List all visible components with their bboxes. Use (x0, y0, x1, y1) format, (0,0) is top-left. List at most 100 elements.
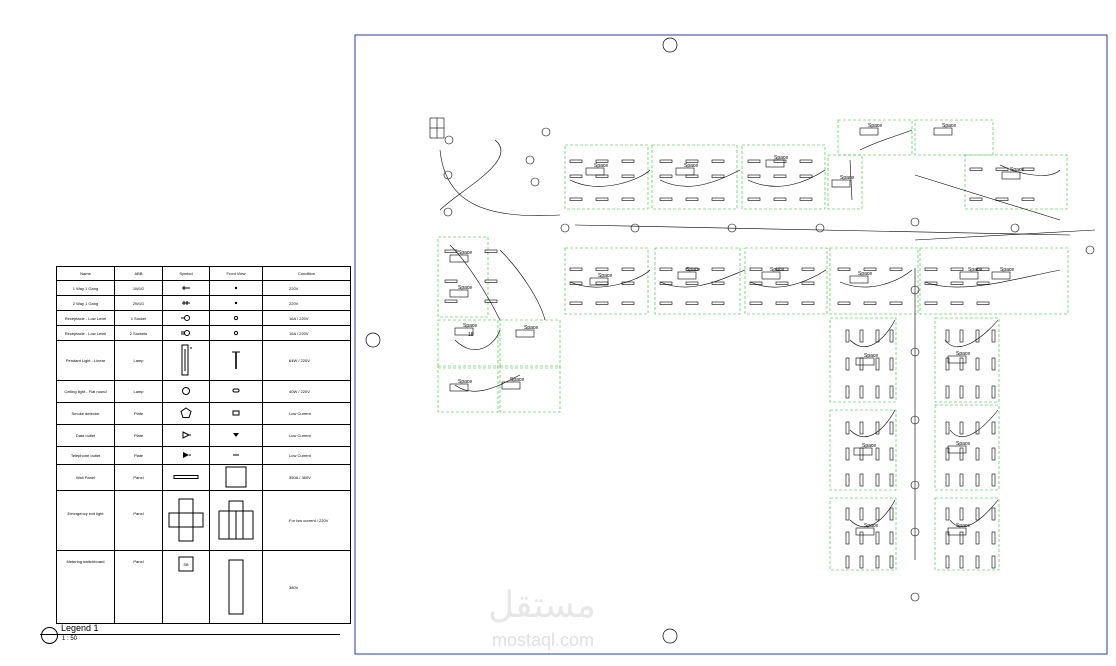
luminaire (444, 299, 458, 303)
room-outline (437, 365, 499, 413)
luminaire (621, 174, 635, 178)
luminaire (484, 249, 498, 253)
wire-run (924, 269, 1061, 288)
luminaire (799, 174, 813, 178)
table-row: Smoke detector Plate Low Current (56, 402, 351, 425)
room-outline (919, 247, 1069, 315)
luminaire (837, 301, 851, 305)
luminaire (976, 267, 990, 271)
luminaire-vertical (889, 473, 894, 487)
luminaire (799, 159, 813, 163)
luminaire-vertical (859, 385, 864, 399)
space-label: Space (684, 163, 698, 169)
luminaire-vertical (975, 531, 980, 545)
wire-run (659, 269, 746, 288)
luminaire (444, 249, 458, 253)
table-row: Pendant Light - Linear Lamp 64W / 220V (56, 340, 351, 381)
room-outline (741, 144, 826, 210)
luminaire-vertical (945, 555, 950, 569)
luminaire-vertical (845, 357, 850, 371)
wire-run (839, 269, 913, 288)
wall-panel-icon (162, 464, 210, 491)
luminaire-vertical (859, 357, 864, 371)
luminaire (569, 159, 583, 163)
wire-run (749, 269, 827, 288)
luminaire-vertical (945, 421, 950, 435)
luminaire-vertical (959, 447, 964, 461)
luminaire-vertical (859, 507, 864, 521)
luminaire-vertical (945, 447, 950, 461)
room-outline (437, 319, 499, 369)
luminaire-vertical (845, 447, 850, 461)
room-outline (934, 497, 1000, 571)
luminaire-vertical (875, 447, 880, 461)
ceiling-light (1085, 245, 1095, 255)
room-outline (829, 317, 897, 403)
luminaire (711, 301, 725, 305)
space-label: Space (968, 267, 982, 273)
luminaire (976, 281, 990, 285)
ceiling-light (444, 135, 454, 145)
room-outline (829, 409, 897, 491)
luminaire-vertical (959, 555, 964, 569)
wire-run (849, 499, 896, 527)
luminaire (801, 267, 815, 271)
panel-box (855, 357, 875, 366)
emergency-exit-icon (162, 490, 210, 551)
wire-run (949, 409, 999, 437)
space-label: Space (458, 250, 472, 256)
panel-box (959, 271, 979, 280)
luminaire (775, 281, 789, 285)
panel-box (831, 179, 851, 188)
space-label: Space (862, 443, 876, 449)
luminaire-vertical (845, 329, 850, 343)
luminaire-vertical (889, 507, 894, 521)
ceiling-light (910, 592, 920, 602)
luminaire-vertical (991, 473, 996, 487)
luminaire-vertical (859, 555, 864, 569)
luminaire (569, 174, 583, 178)
space-label: Space (1000, 267, 1014, 273)
space-label: Space (864, 523, 878, 529)
space-label: Space (774, 155, 788, 161)
ceiling-light (910, 415, 920, 425)
ceiling-light (910, 527, 920, 537)
space-label: Space (594, 163, 608, 169)
luminaire-vertical (889, 385, 894, 399)
luminaire (569, 197, 583, 201)
luminaire-vertical (875, 421, 880, 435)
luminaire-vertical (889, 421, 894, 435)
luminaire (747, 174, 761, 178)
luminaire (863, 301, 877, 305)
ceiling-light (525, 155, 535, 165)
luminaire (484, 299, 498, 303)
luminaire (659, 174, 673, 178)
room-outline (914, 119, 994, 156)
table-row: Receptacle - Low Level 1 Socket 16A / 22… (56, 310, 351, 326)
table-row: Emergency exit light Panel For low curre… (56, 490, 351, 551)
space-label: Space (524, 325, 538, 331)
panel-box (589, 277, 609, 286)
space-label: Space (942, 123, 956, 129)
luminaire-vertical (845, 531, 850, 545)
space-label: Space (840, 175, 854, 181)
ceiling-light (910, 285, 920, 295)
space-label: Space (858, 271, 872, 277)
luminaire-vertical (945, 357, 950, 371)
luminaire-vertical (845, 507, 850, 521)
luminaire-vertical (975, 385, 980, 399)
luminaire-vertical (959, 357, 964, 371)
wire-run (849, 409, 896, 437)
data-front-icon (209, 424, 263, 447)
luminaire (659, 301, 673, 305)
luminaire (711, 281, 725, 285)
row-abb: Panel (114, 490, 163, 551)
legend-underline (40, 634, 340, 635)
luminaire-vertical (959, 329, 964, 343)
luminaire-vertical (889, 357, 894, 371)
luminaire-vertical (859, 447, 864, 461)
room-outline (564, 144, 649, 210)
room-outline (437, 236, 489, 318)
svg-text:SB: SB (183, 562, 189, 567)
